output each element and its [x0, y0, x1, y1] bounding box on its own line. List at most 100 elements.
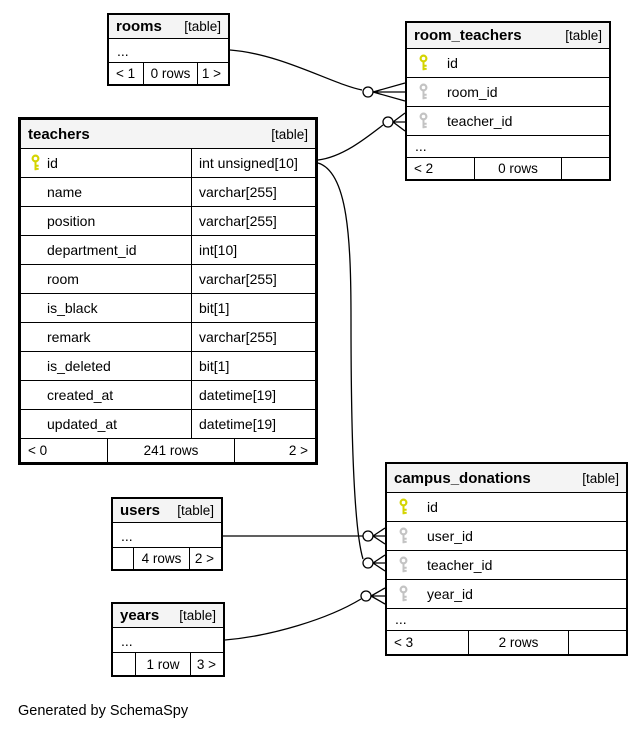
table-node-teachers[interactable]: teachers [table] id int unsigned[10] nam…	[18, 117, 318, 465]
pager-next: 2 >	[194, 551, 214, 566]
row-count: 1 row	[135, 653, 191, 675]
column-name: is_deleted	[47, 358, 111, 374]
column-type: bit[1]	[191, 294, 315, 322]
table-title: years	[120, 607, 160, 624]
table-header[interactable]: users [table]	[113, 499, 221, 523]
foreign-key-icon	[419, 83, 428, 100]
zero-or-many-circle	[362, 557, 374, 569]
table-badge: [table]	[565, 28, 602, 43]
primary-key-icon	[31, 154, 40, 171]
pager-next: 1 >	[201, 66, 221, 81]
table-footer: 1 row 3 >	[113, 653, 223, 675]
foreign-key-icon	[419, 112, 428, 129]
hidden-columns-ellipsis: ...	[407, 136, 609, 158]
table-row: id int unsigned[10]	[21, 149, 315, 178]
pager-prev: < 0	[28, 443, 48, 458]
column-type: bit[1]	[191, 352, 315, 380]
row-count: 241 rows	[107, 439, 235, 462]
column-name: room	[47, 271, 79, 287]
column-type: varchar[255]	[191, 178, 315, 206]
table-footer: < 0 241 rows 2 >	[21, 439, 315, 462]
table-title: room_teachers	[414, 27, 522, 44]
table-title: teachers	[28, 125, 90, 143]
table-row: is_deleted bit[1]	[21, 352, 315, 381]
table-badge: [table]	[271, 126, 308, 142]
column-name: position	[47, 213, 96, 229]
column-name: year_id	[427, 586, 473, 602]
primary-key-icon	[399, 498, 408, 515]
column-name: created_at	[47, 387, 114, 403]
table-footer: < 3 2 rows	[387, 631, 626, 654]
column-name: user_id	[427, 528, 473, 544]
table-header[interactable]: room_teachers [table]	[407, 23, 609, 49]
table-row: created_at datetime[19]	[21, 381, 315, 410]
column-type: varchar[255]	[191, 323, 315, 351]
row-count: 2 rows	[468, 631, 569, 654]
table-footer: < 2 0 rows	[407, 158, 609, 179]
column-type: datetime[19]	[191, 381, 315, 409]
column-type: varchar[255]	[191, 207, 315, 235]
column-name: room_id	[447, 84, 498, 100]
column-name: teacher_id	[447, 113, 513, 129]
table-row: id	[387, 493, 626, 522]
pager-prev	[113, 653, 135, 675]
table-row: updated_at datetime[19]	[21, 410, 315, 439]
table-header[interactable]: campus_donations [table]	[387, 464, 626, 493]
table-title: users	[120, 502, 161, 519]
zero-or-many-circle	[362, 86, 374, 98]
table-node-room_teachers[interactable]: room_teachers [table] id room_id teacher…	[405, 21, 611, 181]
column-name: department_id	[47, 242, 137, 258]
table-footer: 4 rows 2 >	[113, 548, 221, 569]
edge-teachers-id-to-campus_donations-teacher_id	[317, 162, 386, 572]
table-row: remark varchar[255]	[21, 323, 315, 352]
column-type: int[10]	[191, 236, 315, 264]
table-badge: [table]	[582, 470, 619, 486]
table-row: user_id	[387, 522, 626, 551]
table-node-users[interactable]: users [table] ... 4 rows 2 >	[111, 497, 223, 571]
table-node-rooms[interactable]: rooms [table] ... < 1 0 rows 1 >	[107, 13, 230, 86]
zero-or-many-circle	[382, 116, 394, 128]
table-badge: [table]	[179, 608, 216, 623]
crows-foot-icon	[370, 587, 386, 605]
table-badge: [table]	[177, 503, 214, 518]
edge-years-to-campus_donations-year_id	[224, 587, 386, 641]
column-name: updated_at	[47, 416, 118, 432]
table-header[interactable]: rooms [table]	[109, 15, 228, 39]
foreign-key-icon	[399, 527, 408, 544]
table-header[interactable]: teachers [table]	[21, 120, 315, 149]
primary-key-icon	[419, 54, 428, 71]
pager-prev: < 1	[116, 66, 136, 81]
column-name: id	[47, 155, 58, 171]
pager-next: 3 >	[196, 656, 216, 672]
table-row: teacher_id	[407, 107, 609, 136]
column-type: datetime[19]	[191, 410, 315, 438]
table-node-campus_donations[interactable]: campus_donations [table] id user_id teac…	[385, 462, 628, 656]
column-name: remark	[47, 329, 91, 345]
column-name: id	[427, 499, 438, 515]
table-row: department_id int[10]	[21, 236, 315, 265]
table-title: campus_donations	[394, 469, 531, 487]
foreign-key-icon	[399, 585, 408, 602]
row-count: 0 rows	[474, 158, 562, 179]
crows-foot-icon	[372, 527, 386, 545]
crows-foot-icon	[372, 82, 406, 102]
row-count: 4 rows	[133, 548, 190, 569]
table-header[interactable]: years [table]	[113, 604, 223, 628]
generator-credit: Generated by SchemaSpy	[18, 703, 189, 719]
column-name: is_black	[47, 300, 98, 316]
hidden-columns-ellipsis: ...	[387, 609, 626, 631]
column-type: varchar[255]	[191, 265, 315, 293]
column-name: teacher_id	[427, 557, 493, 573]
pager-next	[569, 631, 626, 654]
table-node-years[interactable]: years [table] ... 1 row 3 >	[111, 602, 225, 677]
pager-next: 2 >	[288, 443, 308, 458]
edge-teachers-id-to-room_teachers-teacher_id	[317, 112, 406, 161]
hidden-columns-ellipsis: ...	[113, 523, 221, 548]
table-row: name varchar[255]	[21, 178, 315, 207]
row-count: 0 rows	[143, 63, 198, 84]
zero-or-many-circle	[362, 530, 374, 542]
table-row: room_id	[407, 78, 609, 107]
zero-or-many-circle	[360, 590, 372, 602]
column-name: id	[447, 55, 458, 71]
foreign-key-icon	[399, 556, 408, 573]
